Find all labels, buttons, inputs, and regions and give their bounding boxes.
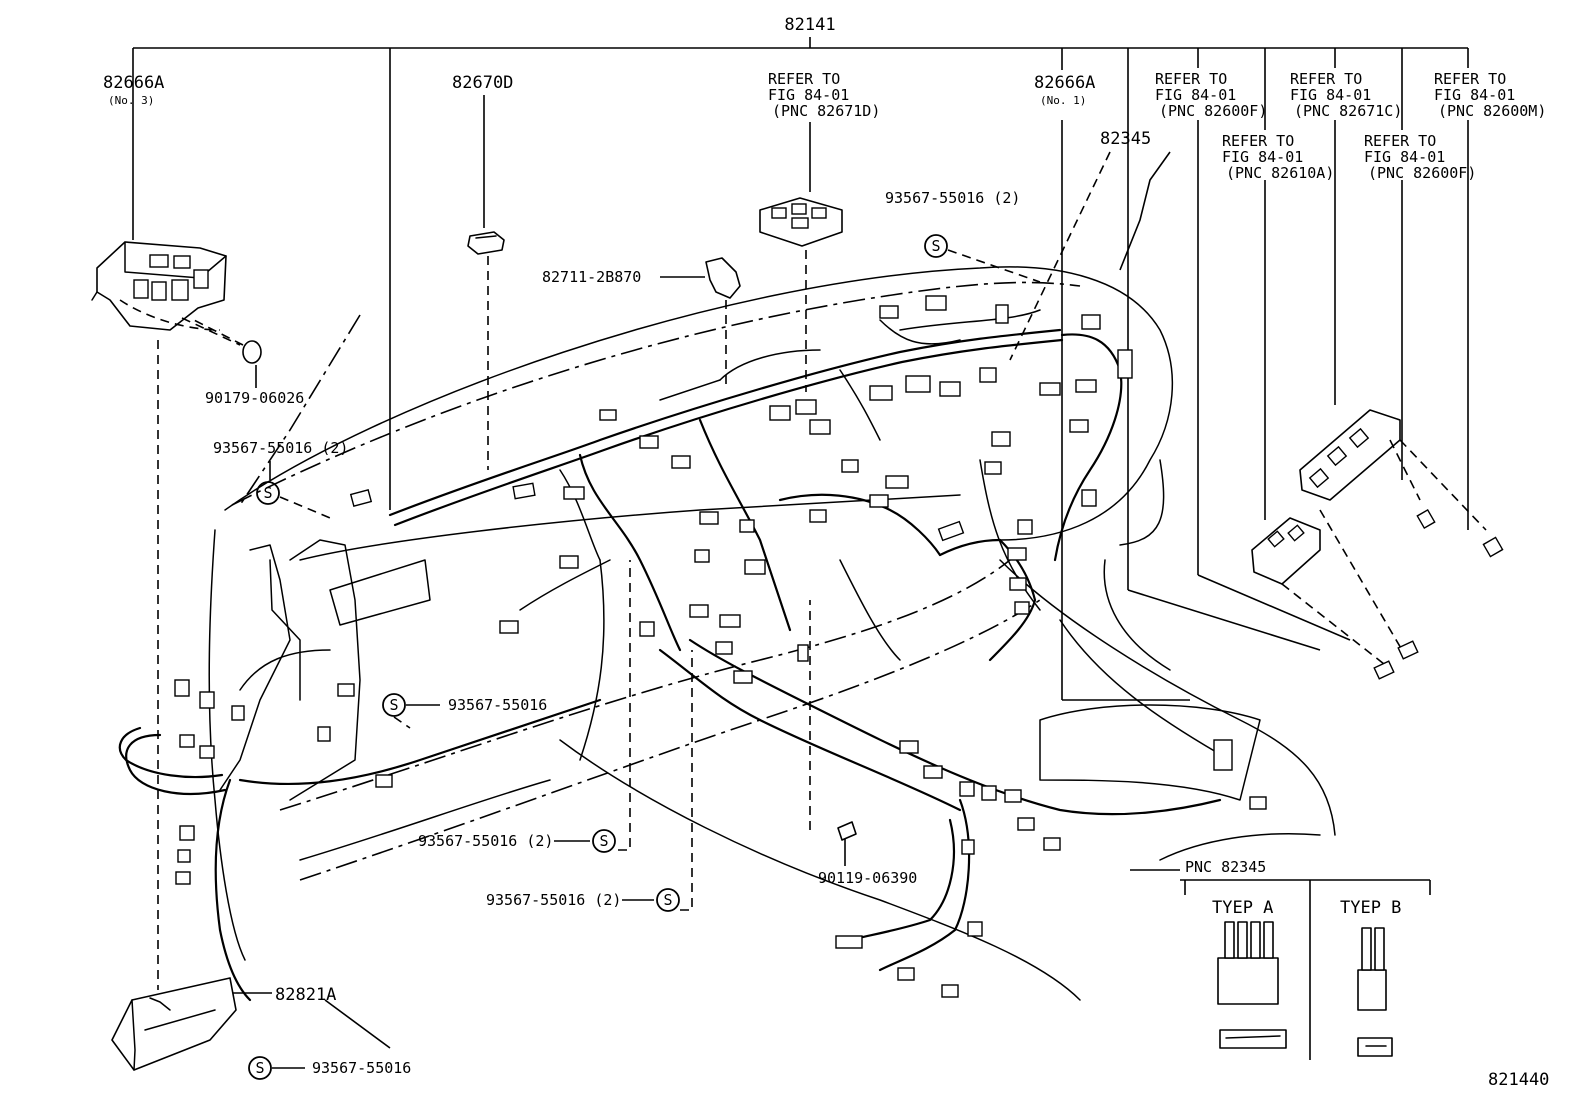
clamp-low1-symbol-letter: S [599, 832, 608, 850]
callout-clamp-82711: 82711-2B870 [542, 257, 741, 385]
callout-connector-82670d: 82670D [452, 73, 513, 228]
right-relay-blocks [1251, 409, 1504, 680]
clamp-low2-symbol-letter: S [663, 891, 672, 909]
inset-type-a: TYEP A [1212, 898, 1273, 918]
callout-relay-block-no3: 82666A (No. 3) [103, 73, 164, 107]
clip-90179-part [242, 340, 262, 364]
refer-e-line3: (PNC 82610A) [1226, 164, 1334, 182]
clamp-low1-symbol [592, 829, 616, 853]
refer-b-line3: (PNC 82600F) [1159, 102, 1267, 120]
refer-f-line3: (PNC 82600F) [1368, 164, 1476, 182]
callout-clip-90179: 90179-06026 [189, 317, 304, 407]
clamp-82711-part [705, 257, 741, 299]
refer-f-line2: FIG 84-01 [1364, 148, 1445, 166]
refer-e-line1: REFER TO [1222, 132, 1294, 150]
callout-clamp-top: 93567-55016 (2) S [885, 189, 1041, 283]
callout-clamp-low2: 93567-55016 (2) S [486, 650, 693, 912]
callout-refer-f: REFER TO FIG 84-01 (PNC 82600F) [1364, 132, 1476, 182]
box-82821a-part [111, 977, 237, 1071]
callout-refer-d: REFER TO FIG 84-01 (PNC 82600M) [1434, 70, 1546, 120]
callout-wire-82345: 82345 [1100, 129, 1151, 149]
clamp-bottom-symbol [248, 1056, 272, 1080]
wire-82345-label: 82345 [1100, 129, 1151, 149]
refer-e-line2: FIG 84-01 [1222, 148, 1303, 166]
refer-d-line2: FIG 84-01 [1434, 86, 1515, 104]
inset-title: PNC 82345 [1185, 858, 1266, 876]
clamp-top-symbol-letter: S [931, 237, 940, 255]
callout-refer-b: REFER TO FIG 84-01 (PNC 82600F) [1155, 70, 1267, 120]
callout-refer-c: REFER TO FIG 84-01 (PNC 82671C) [1290, 70, 1402, 120]
relay-block-no3-label: 82666A [103, 73, 164, 93]
clamp-mid-symbol [382, 693, 406, 717]
clamp-top-symbol [924, 234, 948, 258]
clamp-low1-label: 93567-55016 (2) [418, 832, 553, 850]
callout-clamp-mid: S 93567-55016 [382, 693, 547, 729]
refer-c-line1: REFER TO [1290, 70, 1362, 88]
clamp-top-label: 93567-55016 (2) [885, 189, 1020, 207]
clip-90179-label: 90179-06026 [205, 389, 304, 407]
callout-box-82821a: 82821A [230, 985, 391, 1049]
callout-refer-junction-a: REFER TO FIG 84-01 (PNC 82671D) [768, 70, 880, 192]
box-82821a-label: 82821A [275, 985, 336, 1005]
refer-d-line3: (PNC 82600M) [1438, 102, 1546, 120]
clamp-left-symbol-letter: S [263, 484, 272, 502]
callout-refer-e: REFER TO FIG 84-01 (PNC 82610A) [1222, 132, 1334, 182]
inset-box: PNC 82345 TYEP A TYEP B [1130, 858, 1431, 1060]
type-b-connector [1357, 969, 1387, 1011]
type-a-connector [1217, 957, 1279, 1005]
diagram-number: 821440 [1488, 1070, 1549, 1090]
relay-block-no3-note: (No. 3) [108, 94, 154, 107]
refer-b-line1: REFER TO [1155, 70, 1227, 88]
relay-block-no1-note: (No. 1) [1040, 94, 1086, 107]
connector-82670d-label: 82670D [452, 73, 513, 93]
connectors [174, 295, 1267, 998]
callout-wire-82345-leader [1009, 151, 1171, 361]
clamp-mid-label: 93567-55016 [448, 696, 547, 714]
clamp-low2-label: 93567-55016 (2) [486, 891, 621, 909]
clamp-bottom-symbol-letter: S [255, 1059, 264, 1077]
connector-82670d-part [467, 231, 505, 470]
relay-block-no1-label: 82666A [1034, 73, 1095, 93]
refer-b-line2: FIG 84-01 [1155, 86, 1236, 104]
refer-c-line3: (PNC 82671C) [1294, 102, 1402, 120]
refer-f-line1: REFER TO [1364, 132, 1436, 150]
refer-c-line2: FIG 84-01 [1290, 86, 1371, 104]
callout-relay-block-no1: 82666A (No. 1) [1034, 73, 1095, 107]
callout-clamp-left: 93567-55016 (2) S [213, 439, 348, 521]
callout-clamp-bottom: S 93567-55016 [248, 1056, 411, 1080]
inset-type-b: TYEP B [1340, 898, 1401, 918]
callout-clamp-low1: 93567-55016 (2) S [418, 560, 631, 853]
screw-90119-part [837, 821, 857, 841]
clamp-82711-label: 82711-2B870 [542, 268, 641, 286]
refer-a-line1: REFER TO [768, 70, 840, 88]
refer-a-line2: FIG 84-01 [768, 86, 849, 104]
refer-a-line3: (PNC 82671D) [772, 102, 880, 120]
refer-d-line1: REFER TO [1434, 70, 1506, 88]
relay-block-no3-part [91, 241, 241, 990]
dashboard-outline [119, 266, 1336, 1001]
main-part-label: 82141 [784, 15, 835, 35]
clamp-mid-symbol-letter: S [389, 696, 398, 714]
screw-90119-label: 90119-06390 [818, 869, 917, 887]
junction-block-a-part [759, 197, 843, 392]
callout-screw-90119: 90119-06390 [809, 600, 917, 887]
clamp-low2-symbol [656, 888, 680, 912]
clamp-bottom-label: 93567-55016 [312, 1059, 411, 1077]
clamp-left-label: 93567-55016 (2) [213, 439, 348, 457]
